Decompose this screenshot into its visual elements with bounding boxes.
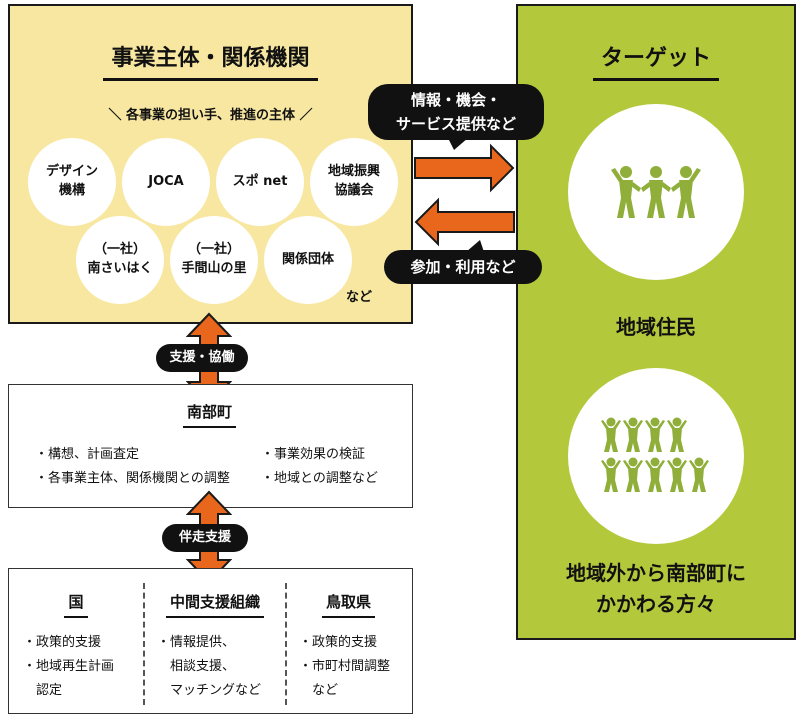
residents-label: 地域住民 (616, 315, 696, 339)
town-task: ・事業効果の検証 (261, 447, 366, 462)
partner-title-intermediary: 中間支援組織 (145, 591, 285, 618)
outsiders-label: 地域外から南部町に かかわる方々 (566, 561, 746, 616)
org-joca: JOCA (122, 138, 210, 226)
partner-title-country: 国 (9, 591, 143, 618)
outsiders-circle (568, 368, 744, 544)
org-minami-saihaku: （一社） 南さいはく (76, 216, 164, 304)
provide-bubble: 情報・機会・ サービス提供など (368, 84, 544, 140)
actors-etc: など (346, 290, 373, 305)
partner-item: マッチングなど (157, 683, 262, 698)
arrow-left-icon (414, 197, 515, 247)
partner-title-tottori: 鳥取県 (287, 591, 410, 618)
town-task: ・各事業主体、関係機関との調整 (35, 471, 230, 486)
divider (285, 583, 287, 705)
target-title: ターゲット (518, 40, 794, 81)
partners-box: 国 ・政策的支援 ・地域再生計画 認定 中間支援組織 ・情報提供、 相談支援、 … (8, 568, 413, 714)
bubble-tail-icon (466, 240, 484, 252)
people-group-icon (611, 166, 701, 218)
partner-item: ・情報提供、 (157, 635, 236, 650)
org-supo-net: スポ net (216, 138, 304, 226)
town-title: 南部町 (9, 401, 410, 428)
exchange-arrows (414, 143, 515, 247)
partner-item: ・地域再生計画 (23, 659, 115, 674)
partner-item: など (299, 683, 339, 698)
target-panel: ターゲット 地域住民 地域外から南部町に かかわる方々 (516, 4, 796, 640)
partner-item: 認定 (23, 683, 63, 698)
divider (143, 583, 145, 705)
partner-item: ・市町村間調整 (299, 659, 391, 674)
accompany-label: 伴走支援 (162, 524, 248, 552)
org-design-kikou: デザイン 機構 (28, 138, 116, 226)
org-temayama-no-sato: （一社） 手間山の里 (170, 216, 258, 304)
org-kankei-dantai: 関係団体 (264, 216, 352, 304)
town-task: ・地域との調整など (261, 471, 378, 486)
partner-item: ・政策的支援 (23, 635, 102, 650)
arrow-right-icon (414, 143, 515, 193)
crowd-icon (601, 417, 709, 492)
residents-circle (568, 104, 744, 280)
actors-panel: 事業主体・関係機関 ＼ 各事業の担い手、推進の主体 ／ デザイン 機構 JOCA… (8, 4, 413, 324)
support-label: 支援・協働 (156, 344, 248, 372)
participate-bubble: 参加・利用など (384, 250, 542, 284)
actors-title: 事業主体・関係機関 (10, 40, 411, 81)
bubble-tail-icon (448, 138, 468, 150)
org-chiiki-shinko: 地域振興 協議会 (310, 138, 398, 226)
partner-item: 相談支援、 (157, 659, 236, 674)
actors-subtitle: ＼ 各事業の担い手、推進の主体 ／ (108, 108, 313, 123)
partner-item: ・政策的支援 (299, 635, 378, 650)
town-task: ・構想、計画査定 (35, 447, 140, 462)
